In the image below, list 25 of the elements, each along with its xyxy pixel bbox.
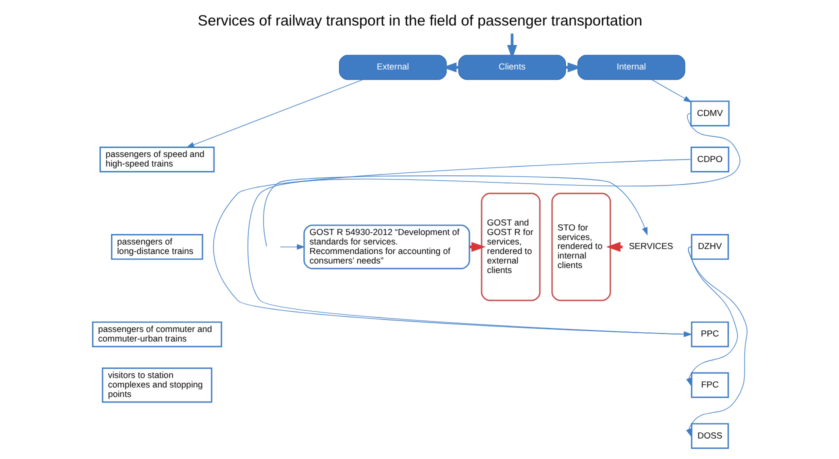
node-box: CDMV (690, 100, 730, 126)
node-box: passengers of speed and high-speed trains (98, 146, 214, 172)
node-box: DZHV (690, 234, 728, 260)
node-box: STO for services, rendered to internal clients (550, 192, 611, 302)
arrow (262, 175, 648, 247)
node-box: passengers of long-distance trains (110, 234, 203, 260)
node-box: GOST and GOST R for services, rendered to external clients (480, 192, 540, 302)
arrow (186, 79, 363, 148)
node-box: FPC (690, 372, 728, 398)
node-box: DOSS (690, 423, 728, 449)
node-box: GOST R 54930-2012 “Development of standards for services. Recommendations for accounting of consumers’ needs” (302, 224, 470, 270)
node-text: SERVICES (628, 241, 673, 252)
arrow (650, 79, 692, 102)
node-box: External (338, 54, 446, 80)
node-box: Internal (576, 54, 685, 80)
node-box: visitors to station complexes and stopping points (101, 368, 212, 403)
node-box: PPC (690, 321, 728, 348)
arrow (247, 113, 740, 338)
node-box: CDPO (690, 146, 729, 172)
node-box: passengers of commuter and commuter-urban trains (92, 321, 222, 348)
arrow (686, 246, 747, 437)
arrow (280, 244, 305, 250)
node-box: Clients (458, 54, 566, 80)
arrow (212, 159, 692, 338)
diagram-title: Services of railway transport in the field of passenger transportation (197, 13, 642, 30)
